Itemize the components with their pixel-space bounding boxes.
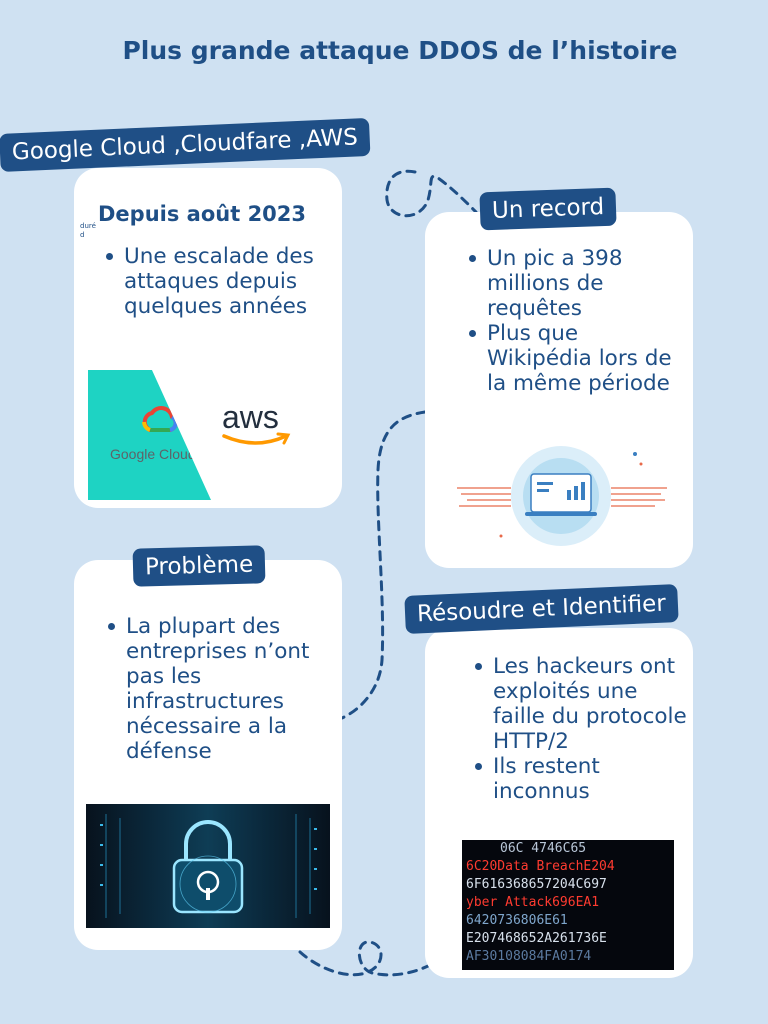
code-line: 6F616368657204C697 <box>466 877 607 892</box>
google-cloud-text: Google Cloud <box>110 446 196 462</box>
card-record: Un pic a 398 millions de requêtes Plus q… <box>425 212 693 568</box>
code-line: 06C 4746C65 <box>500 841 587 856</box>
label-probleme: Problème <box>132 545 266 587</box>
code-line: 6C20Data BreachE204 <box>466 858 674 876</box>
bullet-list: La plupart des entreprises n’ont pas les… <box>104 614 340 764</box>
code-line: yber Attack696EA1 <box>466 894 674 912</box>
security-lock-image <box>86 804 330 928</box>
data-breach-image: 06C 4746C65 6C20Data BreachE204 6F616368… <box>462 840 674 970</box>
card-resoudre: Les hackeurs ont exploités une faille du… <box>425 628 693 978</box>
list-item: Un pic a 398 millions de requêtes <box>465 246 685 321</box>
aws-logo: aws <box>222 400 302 450</box>
card-heading: Depuis août 2023 <box>98 202 307 226</box>
lock-icon <box>100 814 317 918</box>
list-item: Ils restent inconnus <box>471 754 687 804</box>
card-probleme: La plupart des entreprises n’ont pas les… <box>74 560 342 950</box>
page-title: Plus grande attaque DDOS de l’histoire <box>122 36 678 65</box>
aws-smile-icon <box>222 432 291 445</box>
bullet-list: Les hackeurs ont exploités une faille du… <box>471 654 687 804</box>
server-request-illustration <box>457 446 667 546</box>
list-item: Une escalade des attaques depuis quelque… <box>102 244 338 319</box>
code-text: yber Attack696EA1 <box>466 895 600 910</box>
code-line: E207468652A261736E <box>466 931 607 946</box>
google-cloud-logo: Google Cloud <box>88 370 211 500</box>
code-text: 6C20Data BreachE204 <box>466 859 615 874</box>
aws-text: aws <box>222 399 279 435</box>
code-line: AF30108084FA0174 <box>466 949 592 964</box>
small-note: duré d <box>80 222 96 239</box>
bullet-list: Un pic a 398 millions de requêtes Plus q… <box>465 246 685 396</box>
list-item: La plupart des entreprises n’ont pas les… <box>104 614 340 764</box>
card-google-cloud: duré d Depuis août 2023 Une escalade des… <box>74 168 342 508</box>
list-item: Plus que Wikipédia lors de la même pério… <box>465 321 685 396</box>
code-line: 6420736806E61 <box>466 913 568 928</box>
bullet-list: Une escalade des attaques depuis quelque… <box>102 244 338 319</box>
list-item: Les hackeurs ont exploités une faille du… <box>471 654 687 754</box>
label-record: Un record <box>479 187 617 231</box>
cloud-icon <box>142 406 178 432</box>
